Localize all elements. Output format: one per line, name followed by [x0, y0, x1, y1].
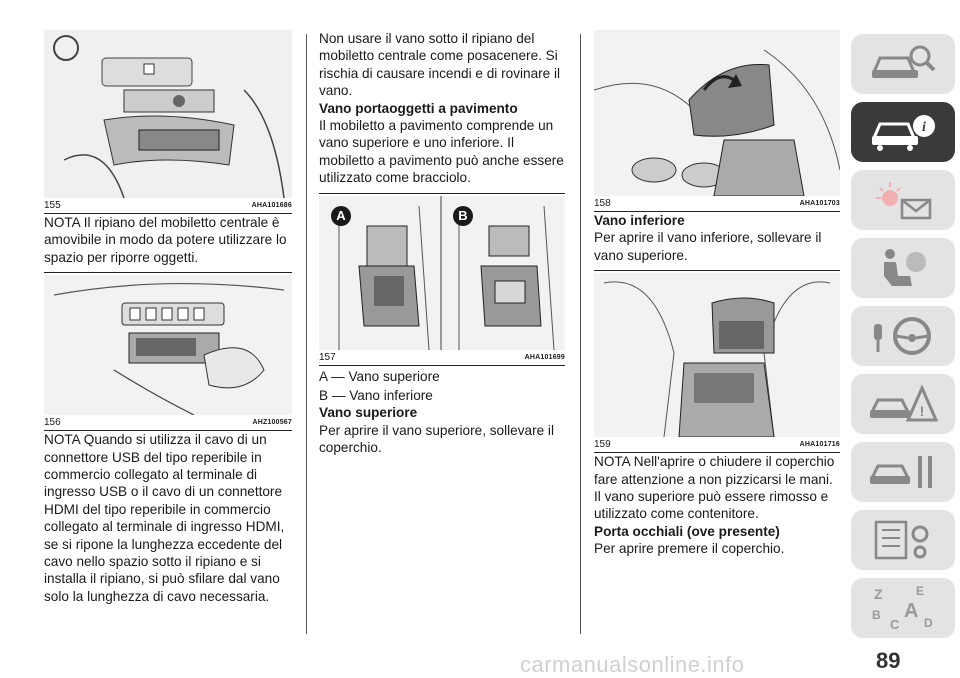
lower-compartment-illustration: [594, 30, 840, 196]
tab-service[interactable]: [851, 442, 955, 502]
figure-code: AHA101703: [799, 200, 840, 207]
steering-wheel-key-icon: [874, 317, 931, 355]
heading-lower-compartment: Vano inferiore: [594, 213, 685, 228]
note-usb-hdmi-cable: NOTA Quando si utilizza il cavo di un co…: [44, 432, 285, 604]
text-upper-compartment: Per aprire il vano superiore, sollevare …: [319, 422, 554, 456]
data-settings-icon: [874, 520, 929, 560]
warning-no-ashtray: Non usare il vano sotto il ripiano del m…: [319, 31, 561, 99]
svg-text:!: !: [920, 403, 925, 419]
figure-number: 158: [594, 198, 611, 209]
seat-airbag-icon: [884, 249, 926, 286]
watermark: carmanualsonline.info: [520, 652, 745, 677]
label-b-marker: B: [453, 205, 473, 226]
car-info-icon: i: [871, 115, 935, 151]
legend-b: B — Vano inferiore: [319, 388, 433, 404]
figure-code: AHA101716: [799, 441, 840, 449]
figure-code: AHZ100567: [252, 419, 292, 427]
figure-156: [44, 275, 292, 416]
note-hand-pinch: NOTA Nell'aprire o chiudere il coperchio…: [594, 454, 835, 522]
legend-a: A — Vano superiore: [319, 368, 440, 384]
divider: [594, 270, 840, 272]
tab-index[interactable]: Z E A B C D: [851, 578, 955, 638]
index-letter: B: [872, 608, 881, 622]
tab-car-info[interactable]: i: [851, 102, 955, 162]
text-floor-compartment: Il mobiletto a pavimento comprende un va…: [319, 118, 564, 186]
heading-upper-compartment: Vano superiore: [319, 405, 418, 421]
console-shelf-illustration: [44, 30, 292, 198]
figure-155: [44, 30, 292, 198]
index-letter: A: [904, 600, 918, 622]
chapter-tabs: i: [851, 34, 960, 646]
alphabetical-index-icon: Z E A B C D: [872, 584, 933, 632]
figure-number: 155: [44, 200, 61, 211]
upper-compartment-removed-illustration: [594, 273, 840, 438]
index-letter: Z: [874, 586, 883, 602]
note-shelf-removable: NOTA Il ripiano del mobiletto centrale è…: [44, 215, 287, 265]
index-letter: C: [890, 617, 900, 632]
heading-floor-compartment: Vano portaoggetti a pavimento: [319, 100, 518, 116]
figure-158-caption: 158 AHA101703: [594, 198, 840, 212]
car-search-icon: [871, 45, 936, 78]
index-letter: D: [924, 616, 933, 630]
floor-console-a-b-illustration: [319, 195, 565, 350]
tab-technical-data[interactable]: [851, 510, 955, 570]
figure-159: [594, 273, 840, 438]
figure-number: 159: [594, 439, 611, 451]
figure-code: AHA101686: [251, 202, 292, 209]
tab-breakdown[interactable]: !: [851, 374, 955, 434]
divider: [319, 192, 565, 194]
warning-light-message-icon: [876, 182, 932, 220]
figure-code: AHA101699: [524, 353, 565, 361]
figure-157-caption: 157 AHA101699: [319, 352, 565, 366]
text-glasses-holder: Per aprire premere il coperchio.: [594, 541, 785, 557]
svg-text:i: i: [922, 120, 926, 135]
column-2: Non usare il vano sotto il ripiano del m…: [319, 30, 565, 457]
index-letter: E: [916, 584, 924, 598]
figure-156-caption: 156 AHZ100567: [44, 417, 292, 432]
figure-158: [594, 30, 840, 196]
figure-159-caption: 159 AHA101716: [594, 439, 840, 454]
divider: [44, 272, 292, 274]
column-separator: [580, 34, 581, 634]
figure-155-caption: 155 AHA101686: [44, 200, 292, 214]
figure-number: 157: [319, 351, 336, 363]
text-lower-compartment: Per aprire il vano inferiore, sollevare …: [594, 230, 822, 263]
column-1: 155 AHA101686 NOTA Il ripiano del mobile…: [44, 30, 292, 605]
car-breakdown-warning-icon: !: [869, 384, 938, 422]
page-number: 89: [876, 648, 901, 673]
tab-steering-key[interactable]: [851, 306, 955, 366]
heading-glasses-holder: Porta occhiali (ove presente): [594, 523, 780, 539]
figure-157: A B: [319, 195, 565, 350]
tab-warning-lights[interactable]: [851, 170, 955, 230]
column-3: 158 AHA101703 Vano inferiore Per aprire …: [594, 30, 840, 558]
tab-seat-airbag[interactable]: [851, 238, 955, 298]
column-separator: [306, 34, 307, 634]
tab-car-search[interactable]: [851, 34, 955, 94]
car-service-tools-icon: [869, 456, 932, 488]
label-a-marker: A: [331, 205, 351, 226]
figure-number: 156: [44, 417, 61, 429]
usb-hdmi-compartment-illustration: [44, 275, 292, 416]
